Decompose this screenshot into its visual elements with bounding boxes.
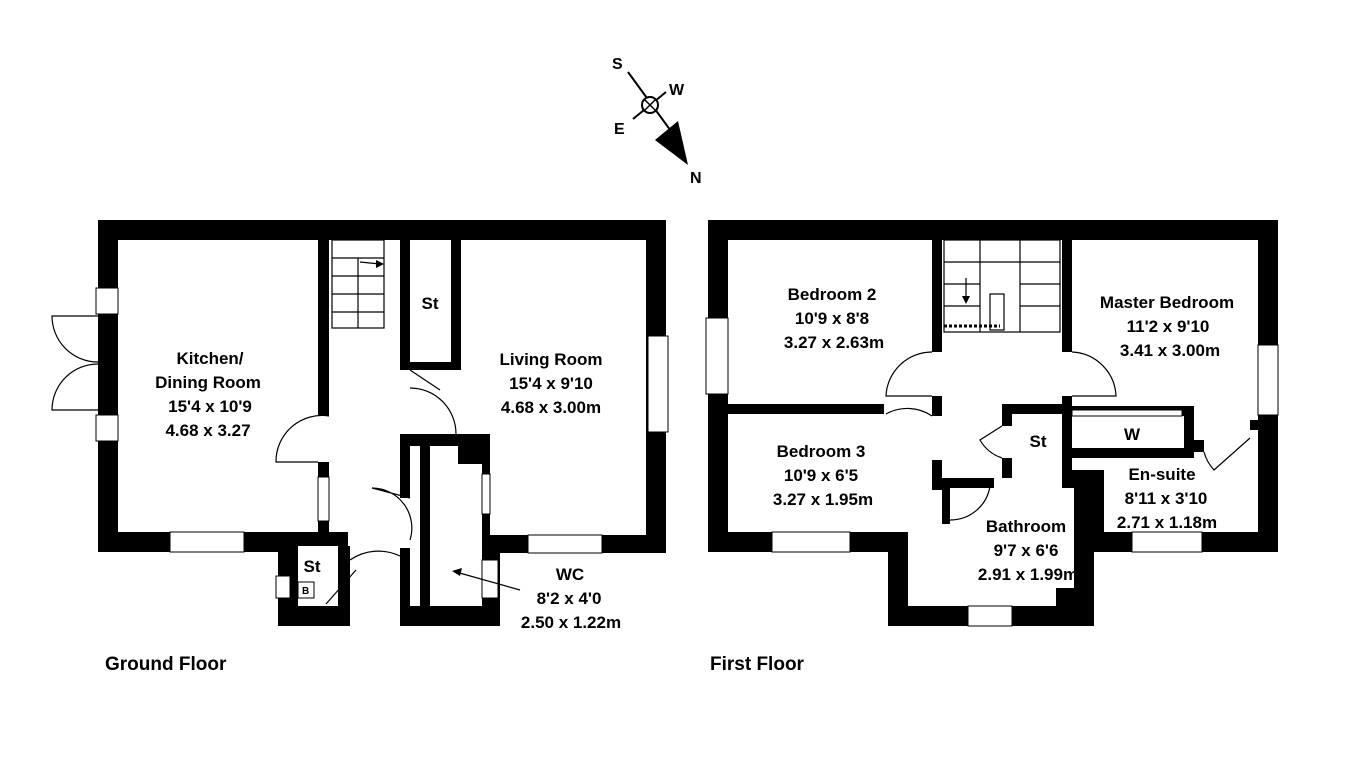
bedroom3-label: Bedroom 3 xyxy=(777,442,866,461)
compass-rose: S W E N xyxy=(612,56,702,187)
master-bedroom-imperial: 11'2 x 9'10 xyxy=(1127,317,1210,336)
first-floor-stairs xyxy=(943,239,1061,333)
kitchen-label-line1: Kitchen/ xyxy=(176,349,243,368)
wc-metric: 2.50 x 1.22m xyxy=(521,613,621,632)
ensuite-imperial: 8'11 x 3'10 xyxy=(1125,489,1208,508)
wc-label: WC xyxy=(556,565,584,584)
master-bedroom-label: Master Bedroom xyxy=(1100,293,1234,312)
compass-east-label: E xyxy=(614,121,625,138)
living-room-label: Living Room xyxy=(500,350,603,369)
boiler-label: B xyxy=(302,586,309,597)
wardrobe-label: W xyxy=(1124,425,1141,444)
bathroom-imperial: 9'7 x 6'6 xyxy=(994,541,1059,560)
first-floor-plan: Bedroom 2 10'9 x 8'8 3.27 x 2.63m Master… xyxy=(705,220,1279,675)
ground-floor-plan: B Kitchen/ Dining Room 15'4 x 10'9 4.68 … xyxy=(51,220,669,675)
compass-south-label: S xyxy=(612,56,623,73)
kitchen-metric: 4.68 x 3.27 xyxy=(165,421,250,440)
ground-floor-title: Ground Floor xyxy=(105,654,227,675)
landing-store-label: St xyxy=(1030,432,1047,451)
bedroom3-imperial: 10'9 x 6'5 xyxy=(784,466,858,485)
kitchen-label-line2: Dining Room xyxy=(155,373,261,392)
first-floor-title: First Floor xyxy=(710,654,805,675)
compass-north-label: N xyxy=(690,170,702,187)
bedroom3-metric: 3.27 x 1.95m xyxy=(773,490,873,509)
bedroom2-imperial: 10'9 x 8'8 xyxy=(795,309,869,328)
north-arrow-icon xyxy=(655,121,688,165)
hall-store-label: St xyxy=(422,294,439,313)
compass-west-label: W xyxy=(669,82,685,99)
bedroom2-label: Bedroom 2 xyxy=(788,285,877,304)
bathroom-label: Bathroom xyxy=(986,517,1066,536)
kitchen-imperial: 15'4 x 10'9 xyxy=(168,397,252,416)
ensuite-label: En-suite xyxy=(1128,465,1195,484)
living-room-metric: 4.68 x 3.00m xyxy=(501,398,601,417)
bedroom2-metric: 3.27 x 2.63m xyxy=(784,333,884,352)
wc-imperial: 8'2 x 4'0 xyxy=(537,589,602,608)
bathroom-metric: 2.91 x 1.99m xyxy=(978,565,1078,584)
boiler-store-label: St xyxy=(304,557,321,576)
ensuite-metric: 2.71 x 1.18m xyxy=(1117,513,1217,532)
living-room-imperial: 15'4 x 9'10 xyxy=(509,374,593,393)
ground-floor-stairs xyxy=(331,239,385,329)
master-bedroom-metric: 3.41 x 3.00m xyxy=(1120,341,1220,360)
